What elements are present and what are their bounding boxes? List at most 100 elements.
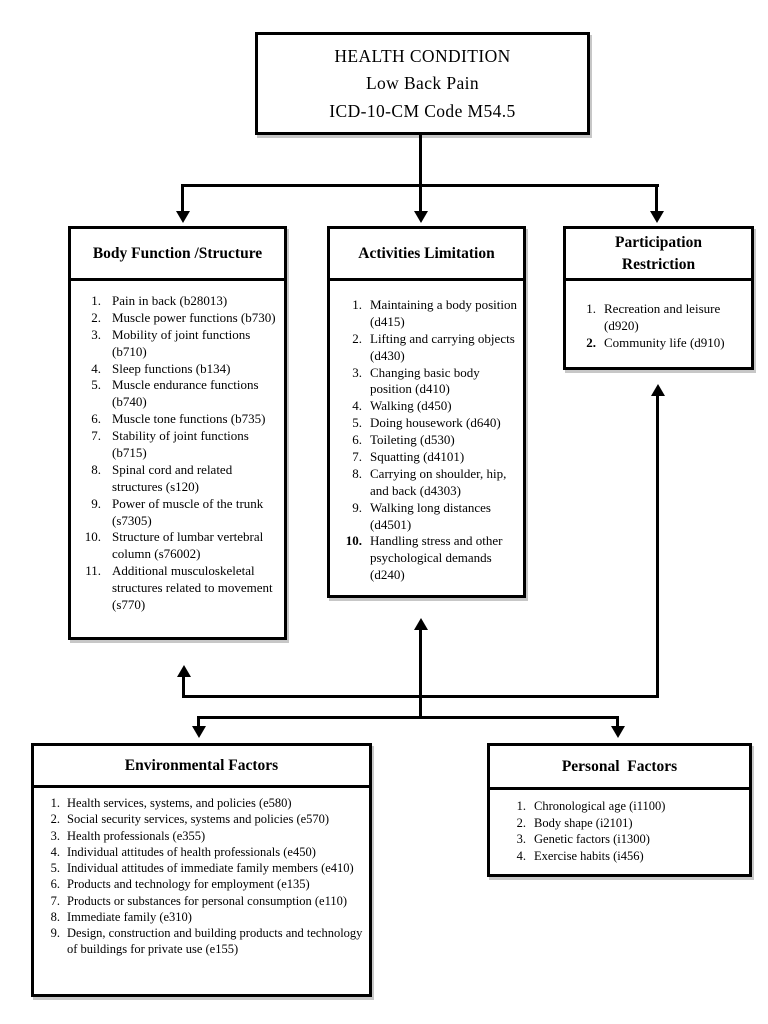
list-item: 9. Walking long distances (d4501) xyxy=(340,500,521,534)
item-number: 4. xyxy=(352,398,362,414)
arrowhead-down-personal-icon xyxy=(611,726,625,738)
item-text: Products and technology for employment (… xyxy=(67,877,310,892)
connector-activities-stem xyxy=(419,630,422,719)
item-number: 1. xyxy=(91,293,101,308)
list-item: 1. Chronological age (i1100) xyxy=(504,798,747,815)
arrowhead-down-participation-icon xyxy=(650,211,664,223)
item-text: Health professionals (e355) xyxy=(67,828,206,843)
list-item: 5. Individual attitudes of immediate fami… xyxy=(36,860,365,876)
list-item: 9. Design, construction and building prod… xyxy=(36,925,365,958)
item-text: Walking long distances (d4501) xyxy=(370,499,491,532)
item-number: 3. xyxy=(516,832,526,846)
health-condition-box: HEALTH CONDITION Low Back Pain ICD-10-CM… xyxy=(255,32,590,135)
participation-restriction-title: Participation Restriction xyxy=(566,229,751,281)
body-function-structure-list: 1. Pain in back (b28013) 2. Muscle power fu… xyxy=(71,281,284,614)
participation-restriction-box: Participation Restriction 1.Recreation a… xyxy=(563,226,754,370)
list-item: 10.Handling stress and other psychologic… xyxy=(340,533,521,584)
item-number: 8. xyxy=(50,909,60,924)
item-text: Maintaining a body position (d415) xyxy=(370,297,517,329)
item-text: Toileting (d530) xyxy=(370,432,455,448)
item-text: Changing basic body position (d410) xyxy=(370,364,480,397)
list-item: 6.Muscle tone functions (b735) xyxy=(77,411,280,428)
item-number: 2. xyxy=(91,309,101,325)
activities-limitation-list: 1.Maintaining a body position (d415)2.Li… xyxy=(330,281,523,584)
item-number: 9. xyxy=(352,499,362,515)
item-text: Individual attitudes of immediate family… xyxy=(67,861,354,875)
list-item: 2. Muscle power functions (b730) xyxy=(77,310,280,327)
item-number: 10. xyxy=(84,529,101,545)
list-item: 1.Recreation and leisure (d920) xyxy=(574,301,749,335)
item-number: 2. xyxy=(352,330,362,346)
item-text: Genetic factors (i1300) xyxy=(534,832,650,846)
item-number: 5. xyxy=(352,415,362,431)
item-number: 3. xyxy=(352,364,362,380)
connector-up-body-function xyxy=(182,677,185,697)
body-function-structure-box: Body Function /Structure 1. Pain in back … xyxy=(68,226,287,640)
personal-factors-list: 1. Chronological age (i1100) 2. Body shape … xyxy=(490,790,749,864)
item-number: 2. xyxy=(516,815,526,830)
item-text: Muscle power functions (b730) xyxy=(112,309,276,325)
list-item: 1. Health services, systems, and policies… xyxy=(36,795,365,811)
arrowhead-down-body-function-icon xyxy=(176,211,190,223)
arrowhead-up-body-function-icon xyxy=(177,665,191,677)
item-number: 6. xyxy=(50,877,60,892)
arrowhead-down-environmental-icon xyxy=(192,726,206,738)
list-item: 3. Health professionals (e355) xyxy=(36,828,365,844)
item-number: 6. xyxy=(352,432,362,448)
connector-up-participation xyxy=(656,396,659,697)
item-text: Stability of joint functions (b715) xyxy=(112,428,249,461)
list-item: 6. Products and technology for employment… xyxy=(36,876,365,892)
item-text: Design, construction and building produc… xyxy=(67,926,363,957)
list-item: 2. Body shape (i2101) xyxy=(504,815,747,832)
item-number: 3. xyxy=(50,828,60,843)
personal-factors-title: Personal Factors xyxy=(490,746,749,790)
item-number: 8. xyxy=(91,461,101,477)
item-number: 7. xyxy=(50,893,60,908)
item-number: 1. xyxy=(586,301,596,316)
connector-drop-environmental xyxy=(197,716,200,727)
item-number: 7. xyxy=(91,428,101,444)
list-item: 2.Social security services, systems and … xyxy=(36,811,365,827)
list-item: 8. Spinal cord and related structures (s1… xyxy=(77,462,280,496)
item-text: Doing housework (d640) xyxy=(370,415,501,431)
item-number: 2. xyxy=(50,812,60,827)
list-item: 6. Toileting (d530) xyxy=(340,432,521,449)
list-item: 4.Sleep functions (b134) xyxy=(77,361,280,378)
connector-drop-participation xyxy=(655,184,658,213)
item-text: Squatting (d4101) xyxy=(370,449,465,465)
item-text: Health services, systems, and policies (… xyxy=(67,796,292,810)
item-text: Products or substances for personal cons… xyxy=(67,893,348,908)
arrowhead-down-activities-icon xyxy=(414,211,428,223)
list-item: 5. Doing housework (d640) xyxy=(340,415,521,432)
personal-factors-box: Personal Factors 1. Chronological age (i1… xyxy=(487,743,752,877)
list-item: 7. Stability of joint functions (b715) xyxy=(77,428,280,462)
item-number: 9. xyxy=(50,926,60,940)
list-item: 3. Genetic factors (i1300) xyxy=(504,831,747,848)
participation-restriction-list: 1.Recreation and leisure (d920)2.Communi… xyxy=(566,281,751,352)
list-item: 4.Exercise habits (i456) xyxy=(504,848,747,865)
item-text: Pain in back (b28013) xyxy=(112,293,228,308)
list-item: 4.Individual attitudes of health profess… xyxy=(36,844,365,860)
item-text: Mobility of joint functions (b710) xyxy=(112,326,251,359)
item-number: 1. xyxy=(516,799,526,813)
item-text: Immediate family (e310) xyxy=(67,909,192,924)
item-text: Chronological age (i1100) xyxy=(534,799,666,813)
body-function-structure-title: Body Function /Structure xyxy=(71,229,284,281)
item-number: 1. xyxy=(50,796,60,810)
connector-drop-activities xyxy=(419,184,422,213)
item-text: Sleep functions (b134) xyxy=(112,360,231,376)
arrowhead-up-activities-icon xyxy=(414,618,428,630)
activities-limitation-title: Activities Limitation xyxy=(330,229,523,281)
item-number: 9. xyxy=(91,495,101,511)
item-text: Spinal cord and related structures (s120… xyxy=(112,461,233,494)
health-condition-title: HEALTH CONDITION xyxy=(334,45,511,66)
item-number: 8. xyxy=(352,465,362,481)
connector-health-stem xyxy=(419,135,422,187)
item-text: Handling stress and other psychological … xyxy=(370,533,503,583)
item-text: Walking (d450) xyxy=(370,398,452,414)
environmental-factors-title: Environmental Factors xyxy=(34,746,369,788)
item-text: Body shape (i2101) xyxy=(534,815,633,830)
item-number: 5. xyxy=(50,861,60,875)
list-item: 9.Power of muscle of the trunk (s7305) xyxy=(77,496,280,530)
